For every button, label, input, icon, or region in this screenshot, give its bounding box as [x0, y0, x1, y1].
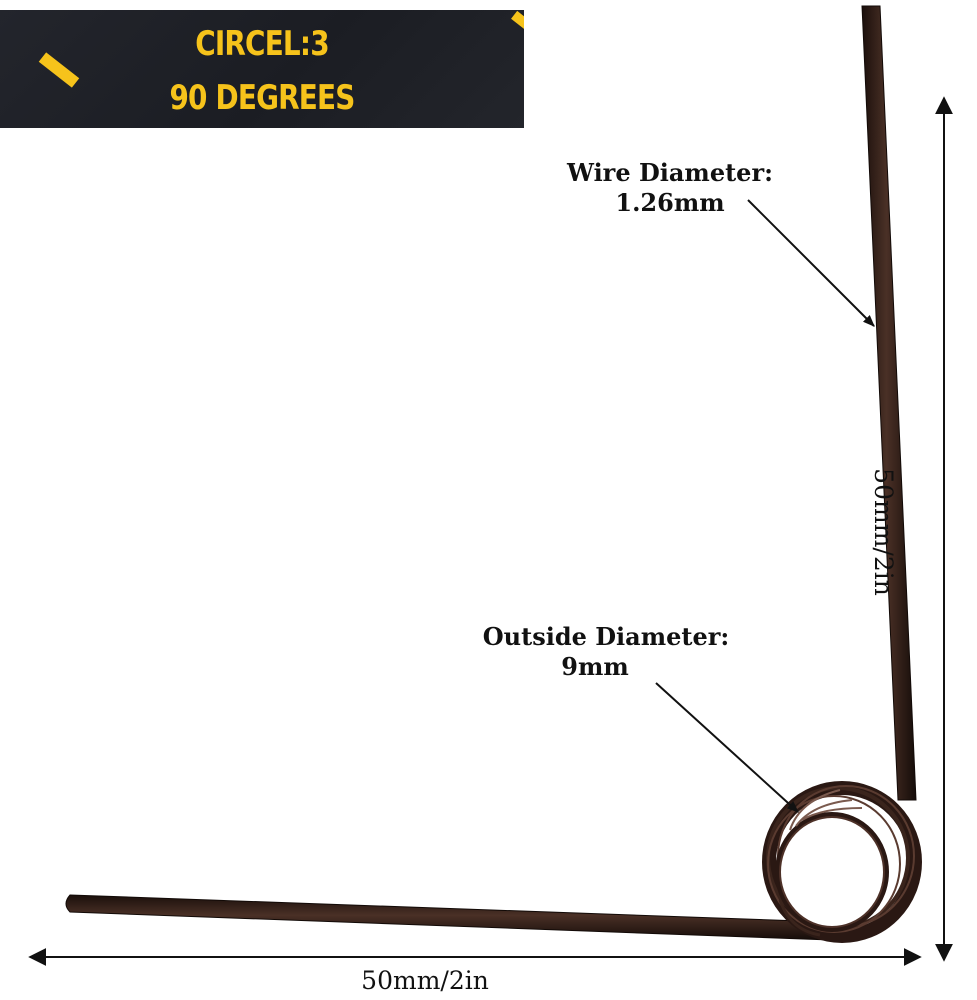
spring-vertical-leg	[861, 5, 917, 801]
angle-text: 90 DEGREES	[169, 78, 355, 118]
spring-coil	[762, 781, 922, 943]
height-dimension-label: 50mm/2in	[869, 468, 898, 596]
wire-diameter-label: Wire Diameter: 1.26mm	[520, 158, 820, 218]
wire-diameter-title: Wire Diameter:	[567, 158, 773, 187]
wire-diameter-value: 1.26mm	[615, 188, 725, 217]
width-dimension-label: 50mm/2in	[361, 966, 489, 995]
outside-diameter-label: Outside Diameter: 9mm	[456, 622, 756, 682]
spring-horizontal-leg	[65, 894, 831, 941]
coil-count-text: CIRCEL:3	[195, 24, 329, 64]
wire-diameter-pointer	[747, 199, 875, 327]
outside-diameter-pointer	[655, 682, 799, 813]
product-banner: CIRCEL:3 90 DEGREES	[0, 10, 524, 128]
outside-diameter-title: Outside Diameter:	[482, 622, 730, 651]
outside-diameter-value: 9mm	[561, 652, 629, 681]
